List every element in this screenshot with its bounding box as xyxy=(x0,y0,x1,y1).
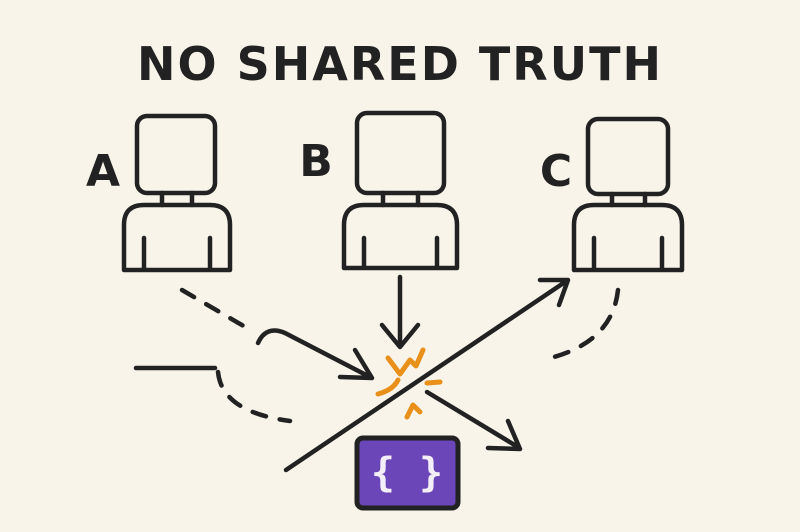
dashed-curve-left xyxy=(215,369,293,424)
conflict-burst-icon xyxy=(375,347,443,420)
head xyxy=(134,113,218,196)
body xyxy=(121,202,233,273)
person-a: A xyxy=(86,113,233,273)
person-label-a: A xyxy=(86,146,120,197)
dashed-curve-c xyxy=(539,287,621,363)
head xyxy=(585,116,671,197)
person-label-c: C xyxy=(540,146,572,197)
arrow-a-to-center xyxy=(255,328,375,381)
arrow-center-out xyxy=(424,389,523,452)
person-label-b: B xyxy=(299,136,333,187)
head xyxy=(354,110,447,196)
data-box: { } xyxy=(354,435,461,511)
person-c: C xyxy=(540,116,685,273)
page-title: NO SHARED TRUTH xyxy=(137,37,663,91)
arrow-b-to-center xyxy=(379,274,421,350)
arrow-to-c xyxy=(283,277,571,473)
body xyxy=(341,202,460,271)
code-braces-icon: { } xyxy=(371,450,443,496)
person-b: B xyxy=(299,110,460,271)
dashed-line-a xyxy=(179,287,250,331)
body xyxy=(571,202,685,273)
